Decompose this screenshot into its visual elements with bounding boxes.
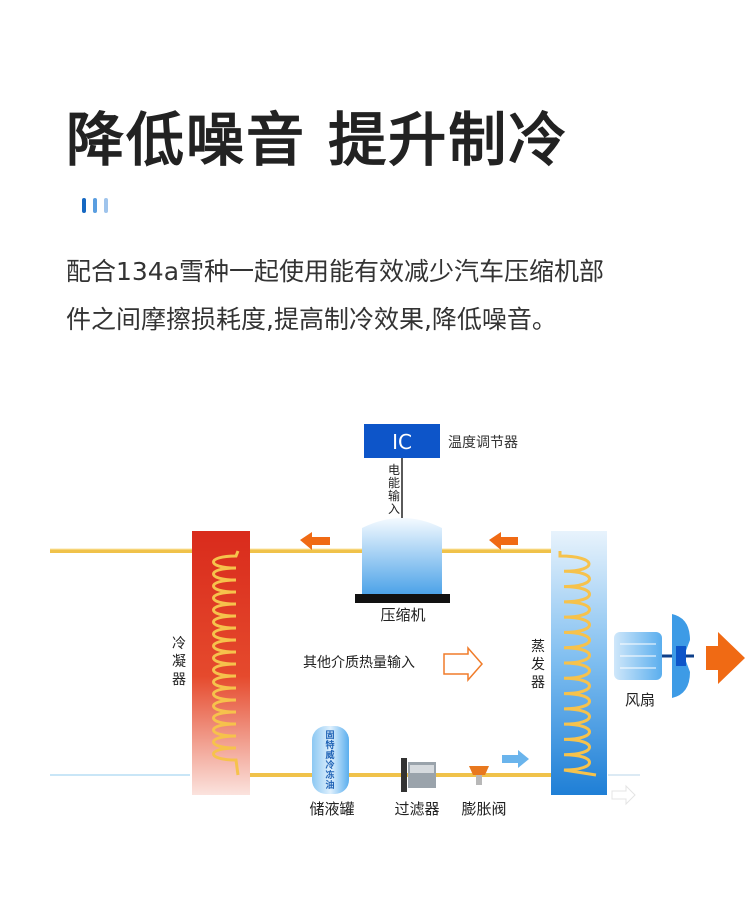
accent-dot: [104, 198, 108, 213]
flow-arrow-left: [489, 532, 518, 550]
flow-arrow-right-faint: [611, 784, 636, 806]
condenser-char: 器: [172, 672, 186, 688]
filter-label: 过滤器: [394, 800, 439, 818]
expansion-valve: [469, 766, 489, 775]
heat-input-label: 其他介质热量输入: [303, 655, 415, 671]
receiver-tag-char: 冷: [325, 759, 334, 771]
compressor-base: [355, 594, 450, 603]
flow-arrow-left: [300, 532, 330, 550]
evaporator-char: 发: [531, 657, 545, 673]
accent-dot: [82, 198, 86, 213]
compressor-label: 压缩机: [380, 606, 425, 624]
filter-body-highlight: [410, 765, 434, 773]
flow-arrow-right: [502, 750, 529, 768]
receiver-tag-char: 特: [325, 739, 334, 751]
receiver-tank: [312, 726, 349, 794]
fan-hub: [676, 646, 686, 666]
receiver-tag-char: 油: [325, 779, 334, 791]
evaporator-char: 蒸: [531, 639, 545, 655]
power-input-char: 输: [388, 488, 400, 503]
accent-dot: [93, 198, 97, 213]
receiver-label: 储液罐: [309, 800, 354, 818]
evaporator-coil: [558, 551, 597, 777]
power-input-char: 电: [388, 463, 400, 477]
description-line-1: 配合134a雪种一起使用能有效减少汽车压缩机部: [66, 257, 605, 286]
title-accent-dots: [82, 198, 122, 214]
filter-cap: [401, 758, 407, 792]
fan-label: 风扇: [625, 691, 655, 709]
power-input-char: 能: [388, 476, 400, 490]
condenser-char: 冷: [172, 636, 186, 652]
heat-input-arrow: [443, 646, 483, 682]
evaporator-char: 器: [531, 675, 545, 691]
receiver-tag-char: 威: [325, 749, 334, 761]
power-input-char: 入: [388, 502, 400, 516]
condenser-char: 凝: [172, 654, 186, 670]
expansion-valve-stem: [476, 775, 482, 785]
fan-blade: [672, 614, 690, 656]
expansion-valve-label: 膨胀阀: [461, 800, 506, 818]
fan-blade: [672, 656, 690, 698]
ic-box: [364, 424, 440, 458]
condenser-coil: [212, 550, 240, 776]
page-title: 降低噪音 提升制冷: [66, 106, 569, 174]
compressor-body: [362, 518, 442, 594]
description: 配合134a雪种一起使用能有效减少汽车压缩机部 件之间摩擦损耗度,提高制冷效果,…: [66, 248, 706, 344]
receiver-tag-char: 冻: [325, 769, 334, 781]
description-line-2: 件之间摩擦损耗度,提高制冷效果,降低噪音。: [66, 305, 557, 334]
thermostat-label: 温度调节器: [448, 435, 518, 451]
ic-label: IC: [392, 430, 412, 454]
fan-output-arrow: [706, 632, 745, 684]
receiver-tag-char: 固: [325, 730, 334, 741]
